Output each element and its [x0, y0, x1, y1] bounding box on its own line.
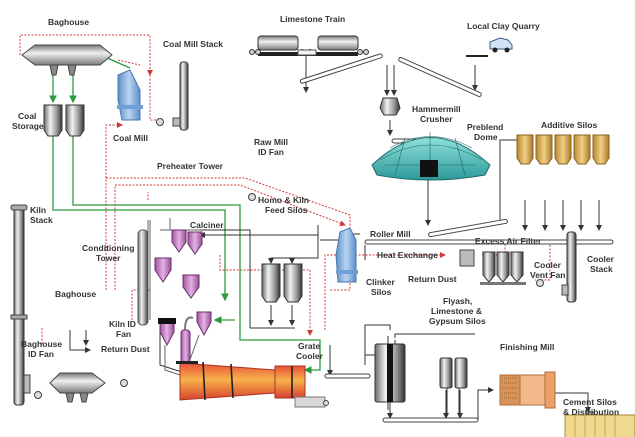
coal-storage-silos	[43, 104, 85, 137]
label-baghouse-id-1: Baghouse	[21, 339, 62, 349]
label-finishing-mill: Finishing Mill	[500, 342, 554, 352]
kiln-stack	[10, 204, 42, 406]
label-additive-silos: Additive Silos	[541, 120, 597, 130]
label-calciner: Calciner	[190, 220, 224, 230]
conveyor-limestone	[299, 53, 383, 84]
coal-mill	[117, 69, 143, 121]
label-hammermill-1: Hammermill	[412, 104, 461, 114]
roller-mill	[335, 227, 358, 283]
conveyor-finish	[382, 417, 479, 423]
label-preheater-tower: Preheater Tower	[157, 161, 224, 171]
label-hammermill-2: Crusher	[420, 114, 453, 124]
clinker-silos	[374, 343, 406, 403]
cement-silos	[564, 411, 635, 437]
label-grate-2: Cooler	[296, 351, 324, 361]
conveyor-clay	[398, 57, 482, 97]
baghouse-bottom	[49, 372, 128, 403]
conveyor-grate	[324, 373, 371, 379]
conditioning-tower	[137, 229, 149, 326]
label-kiln-id-1: Kiln ID	[109, 319, 136, 329]
baghouse-top	[21, 44, 113, 76]
clay-truck-icon	[466, 37, 513, 57]
excess-air-filter	[459, 249, 526, 285]
label-baghouse-id-2: ID Fan	[28, 349, 54, 359]
grate-cooler	[294, 396, 329, 408]
cooler-stack	[536, 231, 577, 303]
label-homo-2: Feed Silos	[265, 205, 308, 215]
label-baghouse-bottom: Baghouse	[55, 289, 96, 299]
label-excess-air-filter: Excess Air Filter	[475, 236, 542, 246]
conveyors	[299, 53, 614, 423]
limestone-train	[249, 35, 369, 56]
preblend-dome	[371, 132, 491, 181]
hammermill-crusher	[379, 97, 401, 116]
label-flyash-3: Gypsum Silos	[429, 316, 486, 326]
label-heat-exchange: Heat Exchange	[377, 250, 438, 260]
label-coal-storage-1: Coal	[18, 111, 36, 121]
label-flyash-1: Flyash,	[443, 296, 472, 306]
homo-kiln-feed-silos	[261, 263, 303, 303]
label-cement-2: & Distribution	[563, 407, 619, 417]
label-conditioning-2: Tower	[96, 253, 121, 263]
conveyor-dome	[428, 218, 508, 238]
label-return-dust-left: Return Dust	[101, 344, 150, 354]
label-cooler-vent-1: Cooler	[534, 260, 562, 270]
label-cement-1: Cement Silos	[563, 397, 617, 407]
label-return-dust-right: Return Dust	[408, 274, 457, 284]
kiln-id-fan-icon	[120, 379, 128, 387]
additive-silos	[516, 134, 610, 165]
rotary-kiln	[176, 361, 306, 401]
coal-flow-lines	[49, 56, 321, 374]
label-raw-mill-1: Raw Mill	[254, 137, 288, 147]
raw-mill-id-fan-icon	[248, 193, 256, 201]
baghouse-id-fan-icon	[34, 391, 42, 399]
label-cooler-stack-2: Stack	[590, 264, 613, 274]
label-cooler-stack-1: Cooler	[587, 254, 615, 264]
label-homo-1: Homo & Kiln	[258, 195, 309, 205]
coal-mill-fan-icon	[156, 118, 164, 126]
label-kiln-id-2: Fan	[116, 329, 131, 339]
label-raw-mill-2: ID Fan	[258, 147, 284, 157]
label-limestone-train: Limestone Train	[280, 14, 345, 24]
label-clinker-2: Silos	[371, 287, 392, 297]
label-coal-mill-stack: Coal Mill Stack	[163, 39, 223, 49]
coal-mill-stack	[156, 61, 189, 131]
labels: Baghouse Coal Mill Stack Coal Storage Co…	[12, 14, 619, 417]
label-preblend-2: Dome	[474, 132, 498, 142]
flyash-limestone-gypsum-silos	[439, 357, 468, 389]
label-roller-mill: Roller Mill	[370, 229, 411, 239]
label-clinker-1: Clinker	[366, 277, 396, 287]
label-baghouse-top: Baghouse	[48, 17, 89, 27]
cooler-vent-fan-icon	[536, 279, 544, 287]
label-local-clay-quarry: Local Clay Quarry	[467, 21, 540, 31]
label-flyash-2: Limestone &	[431, 306, 482, 316]
label-coal-mill: Coal Mill	[113, 133, 148, 143]
label-kiln-stack-1: Kiln	[30, 205, 46, 215]
calciner	[180, 329, 191, 366]
label-kiln-stack-2: Stack	[30, 215, 53, 225]
preheater-tower	[137, 218, 212, 376]
label-cooler-vent-2: Vent Fan	[530, 270, 565, 280]
finishing-mill	[499, 371, 556, 409]
label-coal-storage-2: Storage	[12, 121, 44, 131]
conveyor-raw-mill-feed	[364, 239, 614, 245]
label-conditioning-1: Conditioning	[82, 243, 134, 253]
label-grate-1: Grate	[298, 341, 320, 351]
label-preblend-1: Preblend	[467, 122, 503, 132]
